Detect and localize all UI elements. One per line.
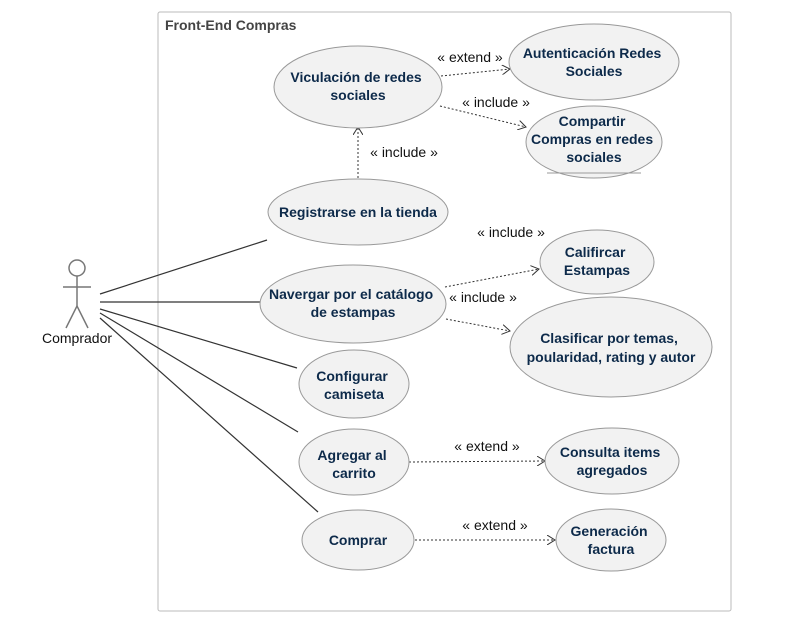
use-case-ellipse [525,105,663,179]
svg-text:Configurar camiseta: Configurar camiseta [316,368,391,402]
use-case-ellipse [508,23,680,101]
svg-text:Navergar por el catálogo: Navergar por el catálogo de estampas [269,286,437,320]
rel-label-agr-cons: « extend » [454,438,520,454]
use-case-comprar[interactable]: Comprar [301,509,415,571]
use-case-clasificar[interactable]: Clasificar por temas, poularidad, rating… [509,296,713,398]
svg-text:Comprar: Comprar [329,532,388,548]
use-case-label: poularidad, rating y autor [527,349,696,365]
assoc-configurar [99,308,298,369]
use-case-label: Califircar [565,244,626,260]
use-case-label: Agregar al [317,447,386,463]
use-case-ellipse [298,428,410,496]
use-case-ellipse [555,508,667,572]
actor-comprador[interactable] [63,259,91,329]
use-case-label: Sociales [566,63,623,79]
use-case-label: Clasificar por temas, [540,330,678,346]
use-case-label: camiseta [324,386,384,402]
use-case-agregar[interactable]: Agregar al carrito [298,428,410,496]
dep-agr-cons [408,461,545,462]
svg-text:Clasificar por temas, po: Clasificar por temas, poularidad, rating… [527,330,696,365]
use-case-label: carrito [332,465,376,481]
use-case-ellipse [273,45,443,129]
use-case-label: Consulta items [560,444,661,460]
dep-vinc-auth [440,69,510,77]
actor-label: Comprador [42,330,112,346]
use-case-label: Viculación de redes [290,69,421,85]
dep-nav-clas [445,318,510,331]
use-case-label: Compartir [559,113,626,129]
use-case-label: sociales [330,87,385,103]
use-case-label: Compras en redes [531,131,653,147]
svg-text:Compartir Compras en red: Compartir Compras en redes sociales [531,113,657,165]
actor-head [68,259,86,277]
use-case-label: Navergar por el catálogo [269,286,433,302]
associations [99,239,319,513]
rel-label-vinc-comp: « include » [462,94,530,110]
use-case-ellipse [259,264,447,344]
use-case-label: Estampas [564,262,630,278]
svg-text:Autenticación Redes Soci: Autenticación Redes Sociales [523,45,665,79]
use-case-label: sociales [566,149,621,165]
use-case-label: Generación [571,523,648,539]
use-case-vinculacion[interactable]: Viculación de redes sociales [273,45,443,129]
assoc-comprar [99,317,319,513]
rel-label-nav-clas: « include » [449,289,517,305]
svg-text:Generación factura: Generación factura [571,523,652,557]
use-case-autenticacion[interactable]: Autenticación Redes Sociales [508,23,680,101]
use-case-ellipse [509,296,713,398]
use-case-ellipse [539,229,655,295]
actor-right-leg [76,305,89,329]
use-case-label: factura [588,541,635,557]
svg-text:Califircar Estampas: Califircar Estampas [564,244,630,278]
use-case-configurar[interactable]: Configurar camiseta [298,349,410,419]
assoc-registrarse [99,239,268,295]
rel-label-nav-calif: « include » [477,224,545,240]
svg-text:Viculación de redes soci: Viculación de redes sociales [290,69,425,103]
use-case-factura[interactable]: Generación factura [555,508,667,572]
use-case-ellipse [544,427,680,495]
use-case-label: Autenticación Redes [523,45,662,61]
svg-text:Registrarse en la tienda: Registrarse en la tienda [279,204,437,220]
rel-label-comp-fact: « extend » [462,517,528,533]
use-case-calificar[interactable]: Califircar Estampas [539,229,655,295]
svg-text:Consulta items agregados: Consulta items agregados [560,444,664,478]
use-case-label: Comprar [329,532,388,548]
system-boundary-title: Front-End Compras [165,17,297,33]
use-case-label: Configurar [316,368,388,384]
use-case-consulta[interactable]: Consulta items agregados [544,427,680,495]
use-case-ellipse [301,509,415,571]
actor-left-leg [65,305,78,329]
use-case-ellipse [298,349,410,419]
use-case-registrarse[interactable]: Registrarse en la tienda [267,178,449,246]
use-case-label: agregados [577,462,648,478]
svg-text:Agregar al carrito: Agregar al carrito [317,447,390,481]
use-case-compartir[interactable]: Compartir Compras en redes sociales [525,105,663,179]
dep-vinc-comp [439,105,526,127]
assoc-agregar [99,312,299,433]
use-case-navegar[interactable]: Navergar por el catálogo de estampas [259,264,447,344]
use-case-label: Registrarse en la tienda [279,204,437,220]
dependencies [358,69,555,540]
use-case-ellipse [267,178,449,246]
use-case-label: de estampas [311,304,396,320]
rel-label-reg-vinc: « include » [370,144,438,160]
rel-label-vinc-auth: « extend » [437,49,503,65]
